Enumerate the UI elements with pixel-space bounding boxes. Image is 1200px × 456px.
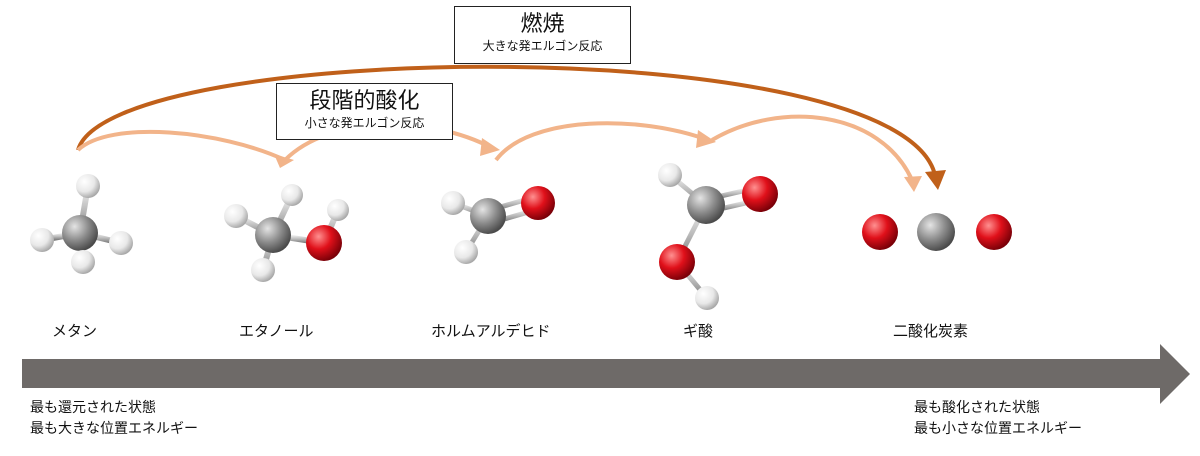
hydrogen-atom — [327, 199, 349, 221]
step-arrow-4 — [710, 114, 914, 181]
carbon-atom — [470, 198, 506, 234]
carbon-atom — [62, 215, 98, 251]
combustion-arrow-line — [76, 64, 937, 176]
oxygen-atom — [862, 214, 898, 250]
carbon-atom — [687, 186, 725, 224]
carbon-dioxide-molecule — [862, 213, 1012, 251]
scale-right-line2: 最も小さな位置エネルギー — [914, 421, 1082, 437]
scale-arrow — [22, 344, 1190, 404]
scale-right-line1: 最も酸化された状態 — [914, 400, 1040, 416]
methanol-label: エタノール — [239, 322, 314, 340]
hydrogen-atom — [695, 286, 719, 310]
hydrogen-atom — [441, 191, 465, 215]
stepwise-box: 段階的酸化 小さな発エルゴン反応 — [276, 83, 453, 140]
oxygen-atom — [976, 214, 1012, 250]
scale-left-line1: 最も還元された状態 — [30, 400, 156, 416]
step-arrow-head-1 — [274, 154, 294, 168]
combustion-title: 燃焼 — [520, 12, 565, 37]
hydrogen-atom — [71, 250, 95, 274]
oxygen-atom — [742, 176, 778, 212]
hydrogen-atom — [224, 204, 248, 228]
hydrogen-atom — [251, 258, 275, 282]
formaldehyde-label: ホルムアルデヒド — [431, 322, 551, 340]
stepwise-arrow-heads — [274, 130, 922, 192]
hydrogen-atom — [76, 174, 100, 198]
hydrogen-atom — [281, 184, 303, 206]
step-arrow-head-3 — [696, 130, 716, 148]
hydrogen-atom — [109, 231, 133, 255]
oxygen-atom — [521, 186, 555, 220]
combustion-subtitle: 大きな発エルゴン反応 — [482, 39, 603, 53]
scale-left-caption: 最も還元された状態 最も大きな位置エネルギー — [30, 398, 198, 440]
scale-right-caption: 最も酸化された状態 最も小さな位置エネルギー — [914, 398, 1082, 440]
carbon-dioxide-label: 二酸化炭素 — [893, 322, 969, 340]
combustion-arrow-head — [925, 170, 946, 190]
carbon-atom — [255, 217, 291, 253]
combustion-box: 燃焼 大きな発エルゴン反応 — [454, 6, 631, 64]
step-arrow-head-2 — [480, 138, 500, 156]
formic-acid-label: ギ酸 — [683, 322, 714, 340]
step-arrow-head-4 — [904, 176, 922, 192]
methane-molecule — [30, 174, 133, 274]
methanol-molecule — [224, 184, 349, 282]
step-arrow-1 — [76, 129, 286, 162]
formaldehyde-molecule — [441, 186, 555, 264]
stepwise-title: 段階的酸化 — [309, 89, 420, 114]
oxygen-atom — [306, 225, 342, 261]
carbon-atom — [917, 213, 955, 251]
hydrogen-atom — [658, 163, 682, 187]
scale-left-line2: 最も大きな位置エネルギー — [30, 421, 198, 437]
stepwise-subtitle: 小さな発エルゴン反応 — [304, 116, 425, 130]
hydrogen-atom — [30, 228, 54, 252]
hydrogen-atom — [454, 240, 478, 264]
oxygen-atom — [659, 244, 695, 280]
formic-acid-molecule — [658, 163, 778, 310]
step-arrow-3 — [494, 121, 709, 162]
methane-label: メタン — [52, 322, 98, 340]
stepwise-arrows — [76, 114, 914, 181]
